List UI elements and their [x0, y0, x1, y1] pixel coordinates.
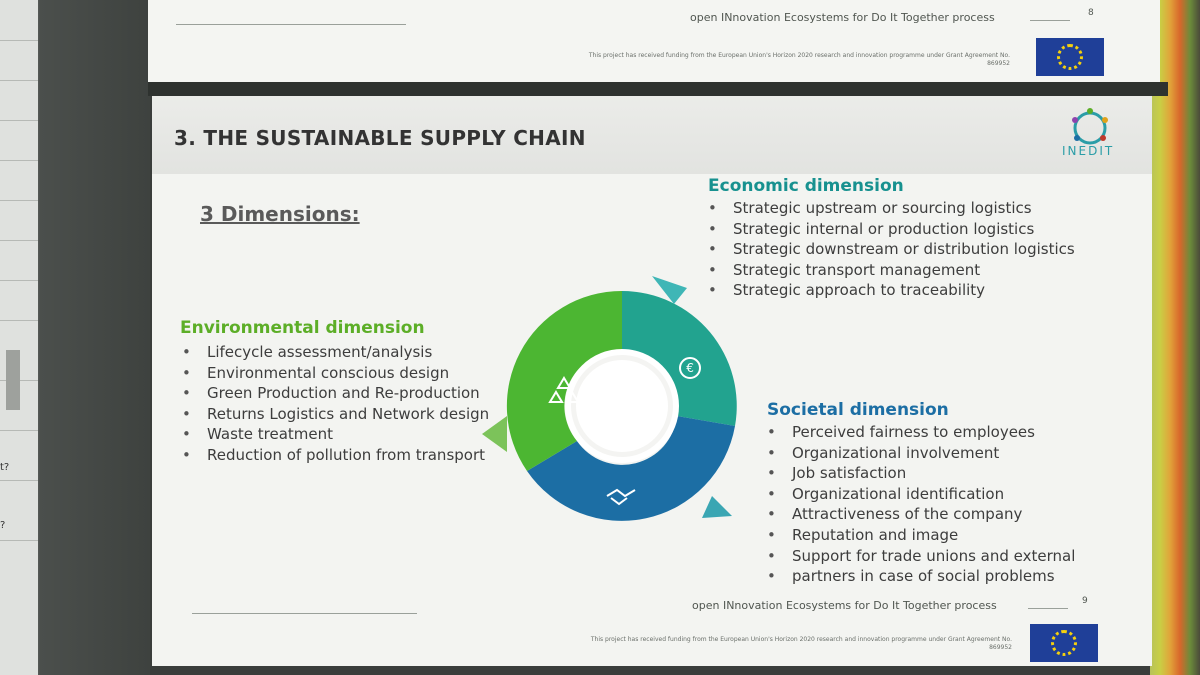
current-slide[interactable]: 3. THE SUSTAINABLE SUPPLY CHAIN INEDIT 3… — [152, 96, 1152, 666]
side-fragment: ? — [0, 520, 6, 531]
eu-flag-icon — [1036, 38, 1104, 76]
list-item: Strategic transport management — [708, 260, 1075, 281]
societal-list: Perceived fairness to employees Organiza… — [767, 422, 1075, 587]
list-item: Strategic downstream or distribution log… — [708, 239, 1075, 260]
euro-icon: € — [679, 357, 701, 379]
slide-title: 3. THE SUSTAINABLE SUPPLY CHAIN — [174, 126, 586, 150]
list-item: Reduction of pollution from transport — [182, 445, 489, 466]
list-item: Organizational involvement — [767, 443, 1075, 464]
list-item: Strategic internal or production logisti… — [708, 219, 1075, 240]
economic-list: Strategic upstream or sourcing logistics… — [708, 198, 1075, 301]
economic-title: Economic dimension — [708, 176, 904, 196]
environmental-title: Environmental dimension — [180, 318, 425, 338]
list-item: partners in case of social problems — [767, 566, 1075, 587]
funding-notice: This project has received funding from t… — [590, 636, 1012, 651]
environmental-list: Lifecycle assessment/analysis Environmen… — [182, 342, 489, 466]
footer-title: open INnovation Ecosystems for Do It Tog… — [690, 11, 995, 24]
handshake-icon — [606, 488, 636, 506]
economic-segment — [622, 276, 737, 426]
svg-text:€: € — [686, 361, 694, 375]
left-scrollbar[interactable] — [6, 350, 20, 410]
list-item: Perceived fairness to employees — [767, 422, 1075, 443]
list-item: Environmental conscious design — [182, 363, 489, 384]
footer-rule — [1030, 20, 1070, 21]
title-band — [152, 96, 1152, 174]
screen-edge-decoration — [1150, 0, 1200, 675]
funding-notice: This project has received funding from t… — [588, 52, 1010, 67]
list-item: Lifecycle assessment/analysis — [182, 342, 489, 363]
page-number: 9 — [1082, 596, 1088, 606]
dimensions-heading: 3 Dimensions: — [200, 202, 360, 226]
list-item: Returns Logistics and Network design — [182, 404, 489, 425]
list-item: Strategic approach to traceability — [708, 280, 1075, 301]
list-item: Attractiveness of the company — [767, 504, 1075, 525]
list-item: Green Production and Re-production — [182, 383, 489, 404]
spreadsheet-panel — [0, 0, 38, 675]
eu-flag-icon — [1030, 624, 1098, 662]
list-item: Reputation and image — [767, 525, 1075, 546]
page-number: 8 — [1088, 8, 1094, 18]
desktop-left-panel: t? ? — [0, 0, 150, 675]
footer-rule — [1028, 608, 1068, 609]
sustainability-cycle-diagram: € — [482, 276, 737, 521]
societal-segment — [527, 416, 735, 521]
previous-slide[interactable]: open INnovation Ecosystems for Do It Tog… — [148, 0, 1160, 82]
side-fragment: t? — [0, 462, 10, 473]
list-item: Organizational identification — [767, 484, 1075, 505]
footer-title: open INnovation Ecosystems for Do It Tog… — [692, 599, 997, 612]
logo-text: INEDIT — [1062, 144, 1115, 158]
list-item: Strategic upstream or sourcing logistics — [708, 198, 1075, 219]
list-item: Waste treatment — [182, 424, 489, 445]
environmental-segment — [482, 290, 622, 471]
inedit-logo-icon — [1072, 108, 1108, 145]
recycle-icon — [548, 376, 580, 403]
list-item: Job satisfaction — [767, 463, 1075, 484]
footer-rule — [176, 24, 406, 25]
slide-gap — [148, 82, 1168, 96]
footer-rule — [192, 613, 417, 614]
societal-title: Societal dimension — [767, 400, 949, 420]
list-item: Support for trade unions and external — [767, 546, 1075, 567]
